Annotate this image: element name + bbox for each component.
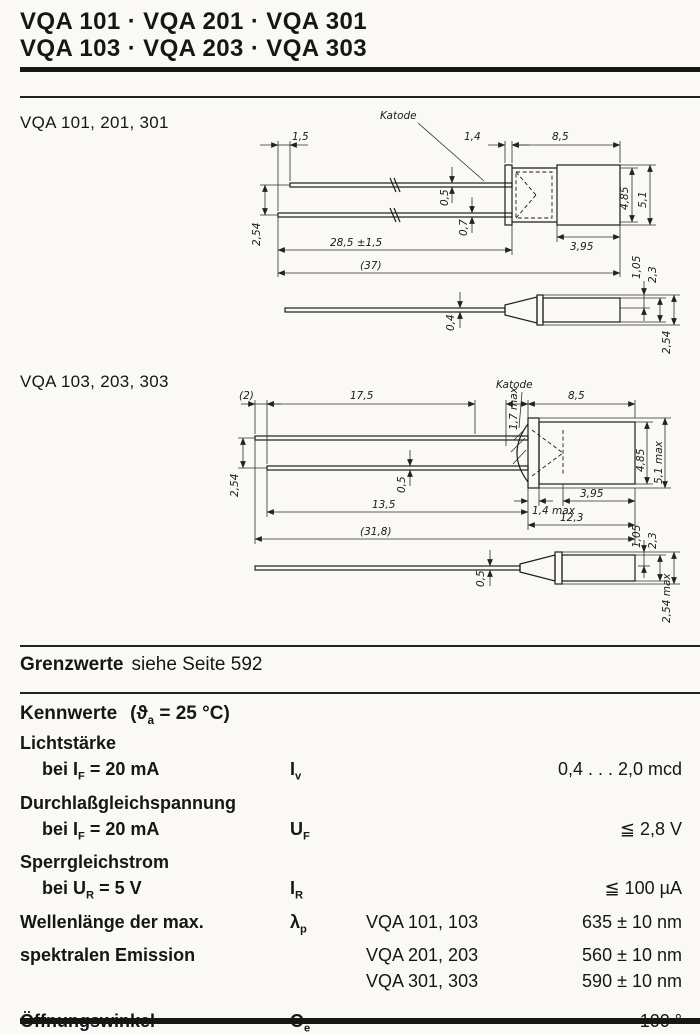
- title-line-2: VQA 103 · VQA 203 · VQA 303: [20, 35, 367, 63]
- dim-label-body-length: 8,5: [568, 390, 585, 402]
- drawing2-section-label: VQA 103, 203, 303: [20, 372, 169, 392]
- param-lichtstaerke-label: Lichtstärke: [20, 733, 117, 754]
- katode-label: Katode: [380, 110, 417, 122]
- table-row: bei IF = 20 mA Iv 0,4 . . . 2,0 mcd: [20, 756, 682, 790]
- dim-label-lead-stagger: 1,5: [292, 131, 309, 143]
- dim-label-overall-length: (31,8): [360, 526, 392, 538]
- dim-label-overall-length: (37): [360, 260, 382, 272]
- table-row: bei IF = 20 mA UF ≦ 2,8 V: [20, 816, 682, 850]
- param-sperr-label: Sperrgleichstrom: [20, 852, 170, 873]
- dim-label-side-c: 2,54 max: [661, 573, 673, 623]
- dim-label-side-c: 2,54: [661, 331, 673, 354]
- dim-label-lead-thickness: 0,5: [396, 476, 408, 493]
- value-durchlass: ≦ 2,8 V: [619, 818, 682, 839]
- page-title: VQA 101 · VQA 201 · VQA 301 VQA 103 · VQ…: [20, 8, 700, 62]
- param-wellenlaenge-label-1: Wellenlänge der max.: [20, 911, 204, 932]
- dim-label-lead-length-top: 17,5: [350, 390, 374, 402]
- dim-label-body-rear: 3,95: [580, 488, 604, 500]
- dim-label-lead-thickness-side: 0,4: [445, 315, 457, 332]
- dim-label-side-a: 1,05: [631, 525, 643, 549]
- symbol-lambda-p: λp: [290, 911, 307, 936]
- side-view-package: [254, 417, 636, 489]
- variant-types-3: VQA 301, 303: [366, 971, 479, 992]
- dim-label-side-b: 2,3: [647, 267, 659, 284]
- dim-label-side-b: 2,3: [647, 533, 659, 550]
- param-durchlass-label: Durchlaßgleichspannung: [20, 792, 237, 813]
- table-row: VQA 301, 303 590 ± 10 nm: [20, 968, 682, 994]
- dim-label-lead-stagger: (2): [239, 390, 254, 402]
- kennwerte-condition: (ϑa = 25 °C): [130, 703, 230, 728]
- bottom-view-dimension-lines: [487, 540, 680, 587]
- variant-types-2: VQA 201, 203: [366, 945, 479, 966]
- drawing1-section-label: VQA 101, 201, 301: [20, 113, 169, 133]
- bottom-view-dimension-lines: [457, 281, 680, 329]
- dim-label-lead-pitch: 2,54: [251, 223, 263, 246]
- bottom-view-package: [284, 294, 621, 326]
- dim-label-body-height-outer: 5,1: [637, 192, 649, 209]
- table-row: Lichtstärke: [20, 730, 682, 756]
- dim-label-lead-length-bottom: 13,5: [372, 499, 396, 511]
- dim-label-body-height-inner: 4,85: [635, 449, 647, 473]
- table-row: Wellenlänge der max. λp VQA 101, 103 635…: [20, 909, 682, 943]
- dim-label-body-length: 8,5: [552, 131, 569, 143]
- dim-label-body-rear: 3,95: [570, 241, 594, 253]
- drawing-section-vqa103: VQA 103, 203, 303: [20, 372, 700, 632]
- dim-label-lead-thickness-side: 0,5: [475, 570, 487, 587]
- drawing-section-vqa101: VQA 101, 201, 301: [20, 105, 700, 367]
- dome-hatch-lines: [510, 429, 527, 465]
- footer-rule: [20, 1018, 700, 1024]
- title-line-1: VQA 101 · VQA 201 · VQA 301: [20, 8, 367, 35]
- limits-note-bold: Grenzwerte: [20, 654, 124, 676]
- kennwerte-table: Lichtstärke bei IF = 20 mA Iv 0,4 . . . …: [20, 730, 682, 1034]
- header-rule: [20, 67, 700, 73]
- outline-drawing-vqa103: Katode (2) 17,5 1,7 max 8,5 4,85 5,1 max…: [229, 379, 680, 623]
- divider-rule-grenzwerte: [20, 645, 700, 648]
- dim-label-side-a: 1,05: [631, 256, 643, 280]
- table-row: Durchlaßgleichspannung: [20, 790, 682, 816]
- kennwerte-heading: Kennwerte (ϑa = 25 °C): [20, 703, 700, 727]
- value-sperr: ≦ 100 µA: [604, 878, 683, 899]
- dim-label-lead-pitch: 2,54: [229, 474, 241, 497]
- symbol-ir: IR: [290, 878, 304, 902]
- value-wellenlaenge-3: 590 ± 10 nm: [582, 971, 682, 992]
- dim-label-flange-width: 1,4 max: [532, 505, 576, 517]
- limits-note-rest: siehe Seite 592: [131, 654, 263, 676]
- dim-label-lead-thickness-top: 0,5: [439, 189, 451, 206]
- condition-lichtstaerke: bei IF = 20 mA: [42, 759, 160, 783]
- table-row: Sperrgleichstrom: [20, 849, 682, 875]
- condition-sperr: bei UR = 5 V: [42, 878, 142, 902]
- kennwerte-title: Kennwerte: [20, 703, 118, 725]
- table-row: bei UR = 5 V IR ≦ 100 µA: [20, 875, 682, 909]
- variant-types-1: VQA 101, 103: [366, 911, 479, 932]
- bottom-view-package: [254, 551, 636, 585]
- value-lichtstaerke: 0,4 . . . 2,0 mcd: [557, 759, 682, 780]
- param-wellenlaenge-label-2: spektralen Emission: [20, 945, 196, 966]
- dim-label-lead-thickness-bottom: 0,7: [458, 219, 470, 236]
- divider-rule-top: [20, 96, 700, 99]
- side-view-package: [277, 164, 621, 226]
- dim-label-body-height-inner: 4,85: [619, 187, 631, 211]
- hidden-reflector-lines: [515, 171, 553, 219]
- dim-label-dome-protrusion: 1,7 max: [508, 387, 520, 431]
- hidden-reflector-lines: [531, 429, 564, 477]
- symbol-uf: UF: [290, 818, 310, 843]
- dim-label-lead-length: 28,5 ±1,5: [330, 237, 383, 249]
- value-wellenlaenge-1: 635 ± 10 nm: [582, 911, 682, 932]
- value-wellenlaenge-2: 560 ± 10 nm: [582, 945, 682, 966]
- dim-label-body-height-outer: 5,1 max: [653, 441, 665, 485]
- katode-label: Katode: [496, 379, 533, 391]
- table-row: spektralen Emission VQA 201, 203 560 ± 1…: [20, 942, 682, 968]
- dim-label-package-length: 12,3: [560, 512, 583, 524]
- dim-label-flange-width: 1,4: [464, 131, 481, 143]
- side-view-dimension-lines: [238, 392, 671, 545]
- side-view-dimension-lines: [260, 122, 656, 278]
- limits-note: Grenzwerte siehe Seite 592: [20, 654, 700, 676]
- condition-durchlass: bei IF = 20 mA: [42, 818, 160, 843]
- symbol-iv: Iv: [290, 759, 302, 783]
- outline-drawing-vqa101: Katode 1,5 1,4 8,5 4,85 5,1 3,95 0,5 0,7…: [251, 110, 680, 354]
- divider-rule-kennwerte: [20, 692, 700, 695]
